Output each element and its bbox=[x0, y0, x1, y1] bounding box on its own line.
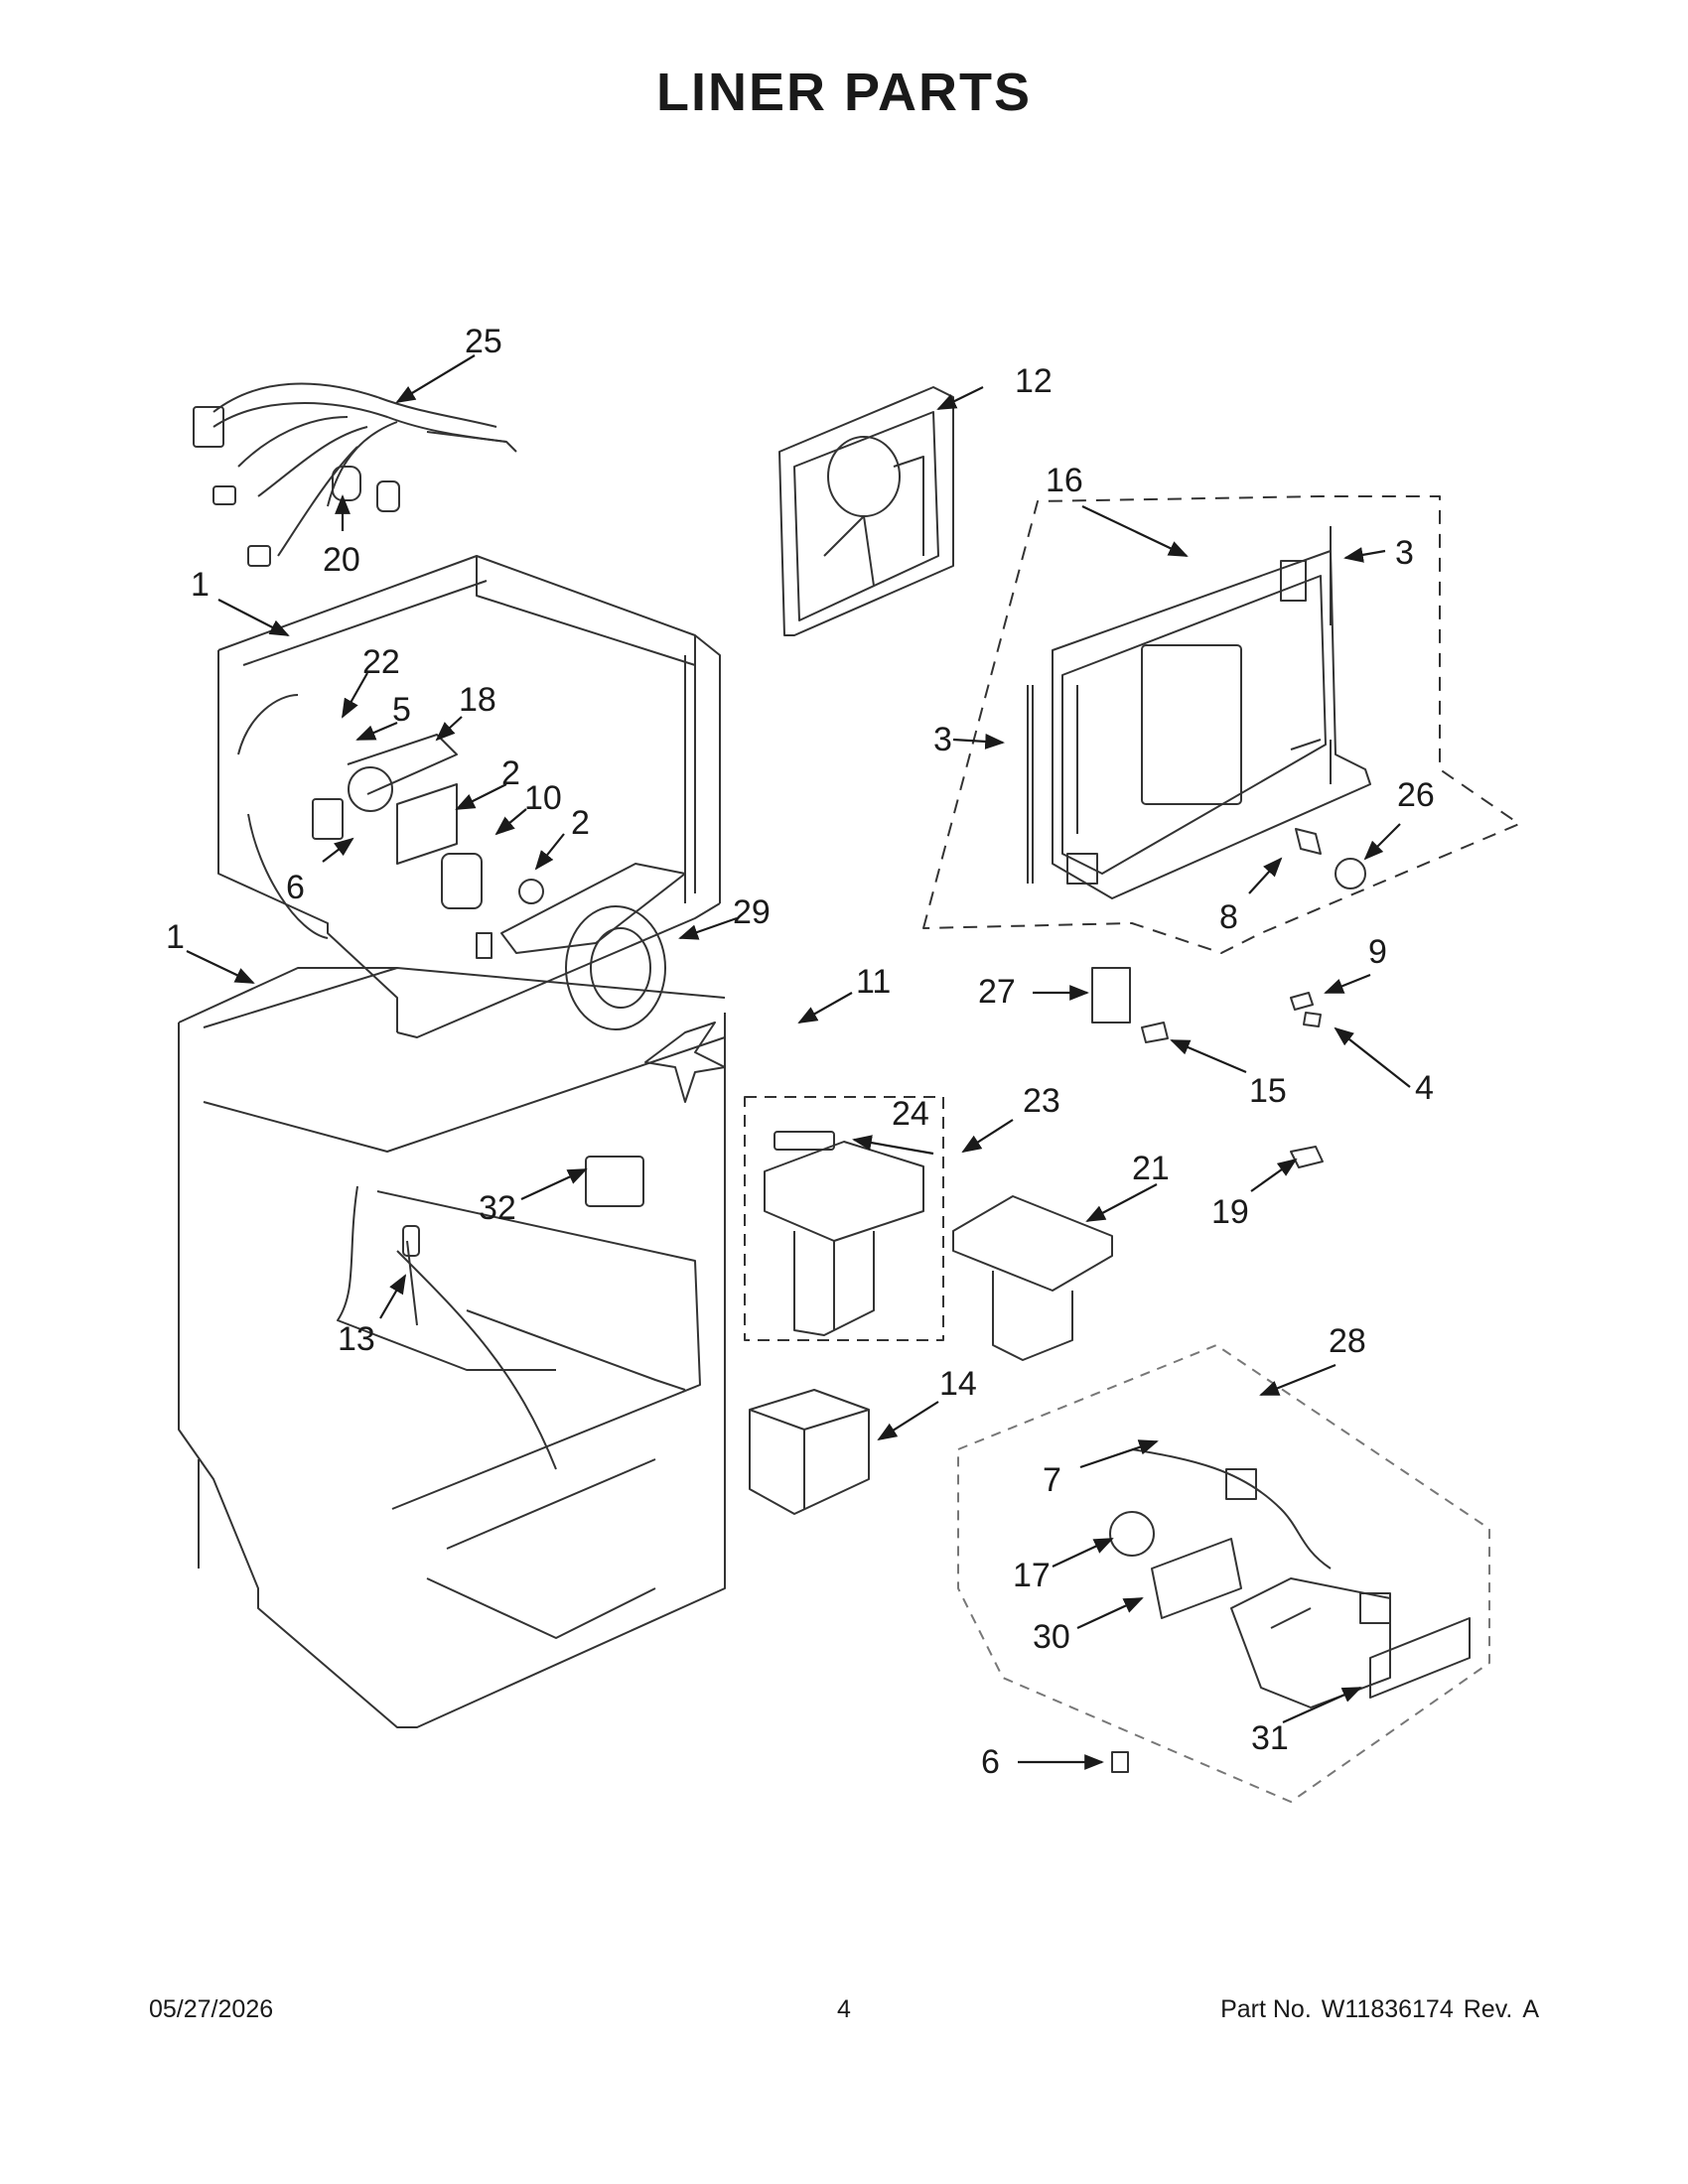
callout-14: 14 bbox=[939, 1365, 977, 1403]
callout-2-right: 2 bbox=[571, 804, 590, 842]
footer-date: 05/27/2026 bbox=[149, 1995, 274, 2023]
evaporator-cover-illustration bbox=[778, 386, 954, 636]
callout-1-lower: 1 bbox=[166, 918, 185, 956]
nut-illustration bbox=[1303, 1012, 1322, 1027]
freezer-liner-illustration bbox=[217, 555, 721, 1038]
screw-illustration bbox=[1290, 992, 1314, 1011]
callout-10: 10 bbox=[524, 779, 562, 817]
callout-13: 13 bbox=[338, 1320, 375, 1358]
dispenser-illustration bbox=[952, 1195, 1113, 1361]
callout-22: 22 bbox=[362, 643, 400, 681]
callout-21: 21 bbox=[1132, 1150, 1170, 1187]
footer-page-number: 4 bbox=[837, 1995, 851, 2023]
callout-2: 2 bbox=[501, 754, 520, 792]
control-housing-outline bbox=[922, 495, 1520, 954]
callout-1: 1 bbox=[191, 566, 210, 604]
sensor-illustration bbox=[1290, 1146, 1324, 1168]
ice-chute-outline bbox=[744, 1096, 944, 1341]
rev-value: A bbox=[1522, 1995, 1539, 2023]
callout-25: 25 bbox=[465, 323, 502, 360]
callout-8: 8 bbox=[1219, 898, 1238, 936]
callout-11: 11 bbox=[856, 963, 891, 1001]
fresh-food-liner-illustration bbox=[178, 967, 726, 1728]
page-title: LINER PARTS bbox=[655, 63, 1032, 122]
callout-7: 7 bbox=[1043, 1461, 1061, 1499]
callout-9: 9 bbox=[1368, 933, 1387, 971]
callout-12: 12 bbox=[1015, 362, 1053, 400]
thermistor-illustration bbox=[406, 1240, 418, 1326]
wiring-harness-illustration bbox=[193, 382, 517, 567]
control-box-illustration bbox=[1109, 1448, 1391, 1708]
control-box-outline bbox=[957, 1344, 1490, 1803]
thermistor-clip-illustration bbox=[1295, 828, 1322, 855]
callout-5: 5 bbox=[392, 691, 411, 729]
callout-4: 4 bbox=[1415, 1069, 1434, 1107]
fan-motor-assembly-illustration bbox=[312, 734, 726, 1103]
vent-cover-illustration bbox=[585, 1156, 644, 1207]
callout-3: 3 bbox=[1395, 534, 1414, 572]
ice-bucket-illustration bbox=[749, 1389, 870, 1515]
callout-27: 27 bbox=[978, 973, 1016, 1011]
callout-leaders bbox=[186, 354, 1411, 1770]
footer-part-number: Part No. W11836174 Rev. A bbox=[1210, 1995, 1539, 2024]
callout-6-lower: 6 bbox=[981, 1743, 1000, 1781]
rev-label: Rev. bbox=[1463, 1995, 1513, 2023]
callout-18: 18 bbox=[459, 681, 496, 719]
control-housing-illustration bbox=[1027, 526, 1371, 899]
callout-30: 30 bbox=[1033, 1618, 1070, 1656]
callout-26: 26 bbox=[1397, 776, 1435, 814]
callout-3-left: 3 bbox=[933, 721, 952, 758]
knob-illustration bbox=[1335, 858, 1366, 889]
thermistor-head-illustration bbox=[402, 1225, 420, 1257]
callout-31: 31 bbox=[1251, 1719, 1289, 1757]
screw-illustration bbox=[1141, 1022, 1169, 1043]
callout-19: 19 bbox=[1211, 1193, 1249, 1231]
ice-chute-illustration bbox=[764, 1131, 924, 1336]
callout-6: 6 bbox=[286, 869, 305, 906]
callout-16: 16 bbox=[1046, 462, 1083, 499]
cover-plate-illustration bbox=[1091, 967, 1131, 1024]
control-panel-illustration bbox=[1369, 1617, 1471, 1699]
callout-17: 17 bbox=[1013, 1557, 1051, 1594]
screw-illustration bbox=[1111, 1751, 1129, 1773]
callout-32: 32 bbox=[479, 1189, 516, 1227]
part-number: W11836174 bbox=[1321, 1995, 1454, 2023]
callout-23: 23 bbox=[1023, 1082, 1060, 1120]
callout-28: 28 bbox=[1329, 1322, 1366, 1360]
callout-29: 29 bbox=[733, 893, 771, 931]
callout-24: 24 bbox=[892, 1095, 929, 1133]
callout-15: 15 bbox=[1249, 1072, 1287, 1110]
part-label: Part No. bbox=[1220, 1995, 1312, 2023]
callout-20: 20 bbox=[323, 541, 360, 579]
